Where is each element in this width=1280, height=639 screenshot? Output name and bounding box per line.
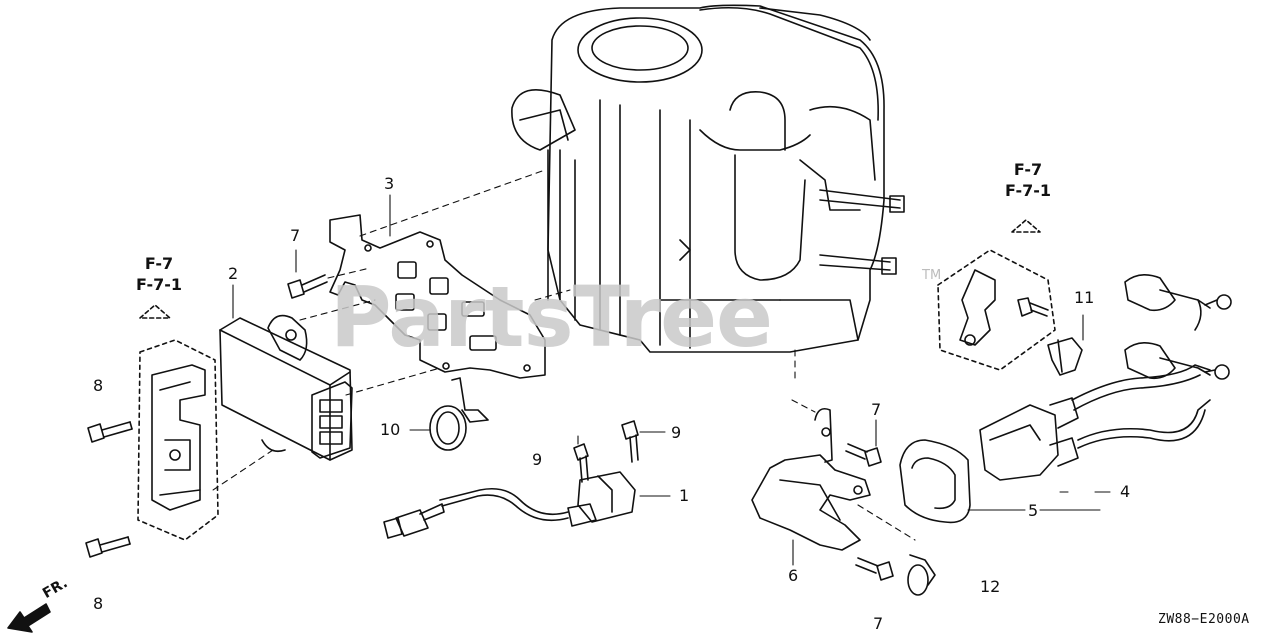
- engine-block: [512, 5, 904, 352]
- callout-11[interactable]: 11: [1074, 288, 1095, 307]
- left-reference-line2: F-7-1: [136, 275, 182, 294]
- right-reference-label: F-7 F-7-1: [991, 159, 1065, 201]
- callout-7-middle[interactable]: 7: [871, 400, 882, 419]
- right-reference-arrow: [1012, 220, 1040, 232]
- callout-10[interactable]: 10: [380, 420, 401, 439]
- assembly-leader-lines: [210, 170, 915, 540]
- right-panel-assembly: [938, 250, 1055, 370]
- sensor-harness: [384, 472, 635, 538]
- callout-8-upper[interactable]: 8: [93, 376, 104, 395]
- rubber-boot: [900, 440, 970, 522]
- callout-4[interactable]: 4: [1120, 482, 1131, 501]
- callout-1[interactable]: 1: [679, 486, 690, 505]
- callout-5[interactable]: 5: [1028, 501, 1039, 520]
- front-direction-arrow: [8, 604, 50, 632]
- harness-clip: [1048, 338, 1082, 375]
- bolt-7-upper: [288, 275, 327, 298]
- ignition-coil: [980, 275, 1231, 480]
- callout-12[interactable]: 12: [980, 577, 1001, 596]
- mounting-bracket: [330, 215, 545, 378]
- right-reference-line1: F-7: [1013, 160, 1043, 179]
- coil-bracket: [752, 409, 870, 550]
- callout-7-lower[interactable]: 7: [873, 614, 884, 633]
- left-reference-label: F-7 F-7-1: [122, 253, 196, 295]
- bolt-8-lower: [86, 537, 130, 557]
- watermark: PartsTree: [330, 268, 773, 366]
- callout-8-lower[interactable]: 8: [93, 594, 104, 613]
- callout-6[interactable]: 6: [788, 566, 799, 585]
- callout-9-left[interactable]: 9: [532, 450, 543, 469]
- left-panel-assembly: [138, 340, 218, 540]
- bolt-8-upper: [88, 422, 132, 442]
- callout-9-right[interactable]: 9: [671, 423, 682, 442]
- right-reference-line2: F-7-1: [1005, 181, 1051, 200]
- callout-2[interactable]: 2: [228, 264, 239, 283]
- callout-leaders: [233, 195, 1110, 565]
- cable-clip: [908, 555, 935, 595]
- bolt-7-middle: [846, 444, 881, 466]
- callout-7-upper[interactable]: 7: [290, 226, 301, 245]
- trademark-mark: TM: [922, 268, 942, 283]
- left-reference-arrow: [140, 305, 170, 318]
- bolt-9-left: [574, 444, 588, 482]
- control-unit: [220, 316, 352, 460]
- drawing-code: ZW88−E2000A: [1158, 612, 1250, 627]
- left-reference-line1: F-7: [144, 254, 174, 273]
- cable-clamp: [430, 378, 488, 450]
- callout-3[interactable]: 3: [384, 174, 395, 193]
- bolt-7-lower: [856, 558, 893, 580]
- bolt-9-right: [622, 421, 638, 462]
